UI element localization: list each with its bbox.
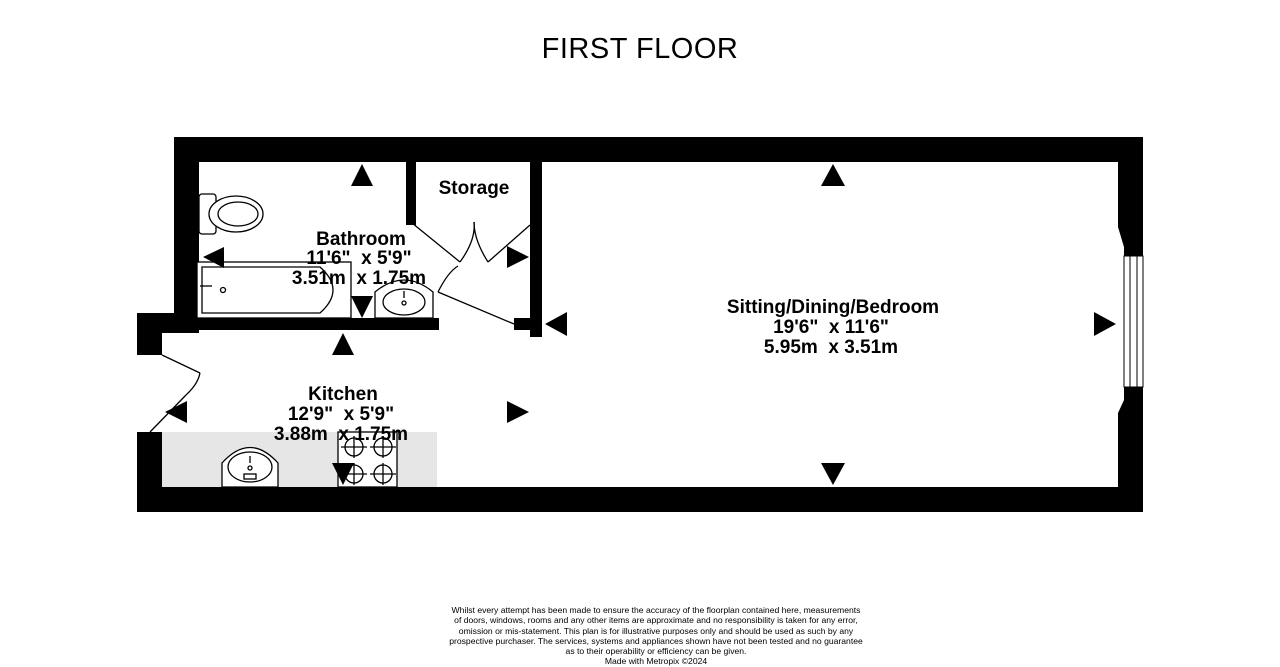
- kitchen-name: Kitchen: [308, 384, 378, 405]
- floor-title: FIRST FLOOR: [541, 33, 739, 65]
- toilet-icon: [198, 193, 264, 235]
- disclaimer-line: of doors, windows, rooms and any other i…: [454, 615, 858, 626]
- disclaimer-line: omission or mis-statement. This plan is …: [458, 625, 854, 636]
- window: [1123, 255, 1144, 388]
- disclaimer: Whilst every attempt has been made to en…: [420, 605, 892, 667]
- dimension-arrow-icon: [165, 164, 1116, 485]
- bathroom-imperial: 11'6" x 5'9": [306, 248, 411, 269]
- disclaimer-line: prospective purchaser. The services, sys…: [449, 635, 863, 646]
- sink-icon: [221, 447, 279, 488]
- bathroom-name: Bathroom: [316, 229, 406, 250]
- disclaimer-line: Whilst every attempt has been made to en…: [451, 605, 861, 615]
- kitchen-imperial: 12'9" x 5'9": [288, 404, 394, 425]
- disclaimer-credit: Made with Metropix ©2024: [604, 656, 708, 667]
- bathtub-icon: [196, 261, 352, 319]
- walls: [137, 137, 1143, 512]
- kitchen-metric: 3.88m x 1.75m: [274, 424, 408, 445]
- disclaimer-line: as to their operability or efficiency ca…: [565, 646, 747, 657]
- basin-icon: [374, 279, 434, 319]
- storage-name: Storage: [439, 178, 510, 199]
- doors: [149, 221, 531, 433]
- sitting-room-imperial: 19'6" x 11'6": [773, 317, 889, 338]
- sitting-room-metric: 5.95m x 3.51m: [764, 337, 898, 358]
- hob-icon: [337, 431, 398, 488]
- sitting-room-name: Sitting/Dining/Bedroom: [727, 297, 939, 318]
- bathroom-metric: 3.51m x 1.75m: [292, 268, 426, 289]
